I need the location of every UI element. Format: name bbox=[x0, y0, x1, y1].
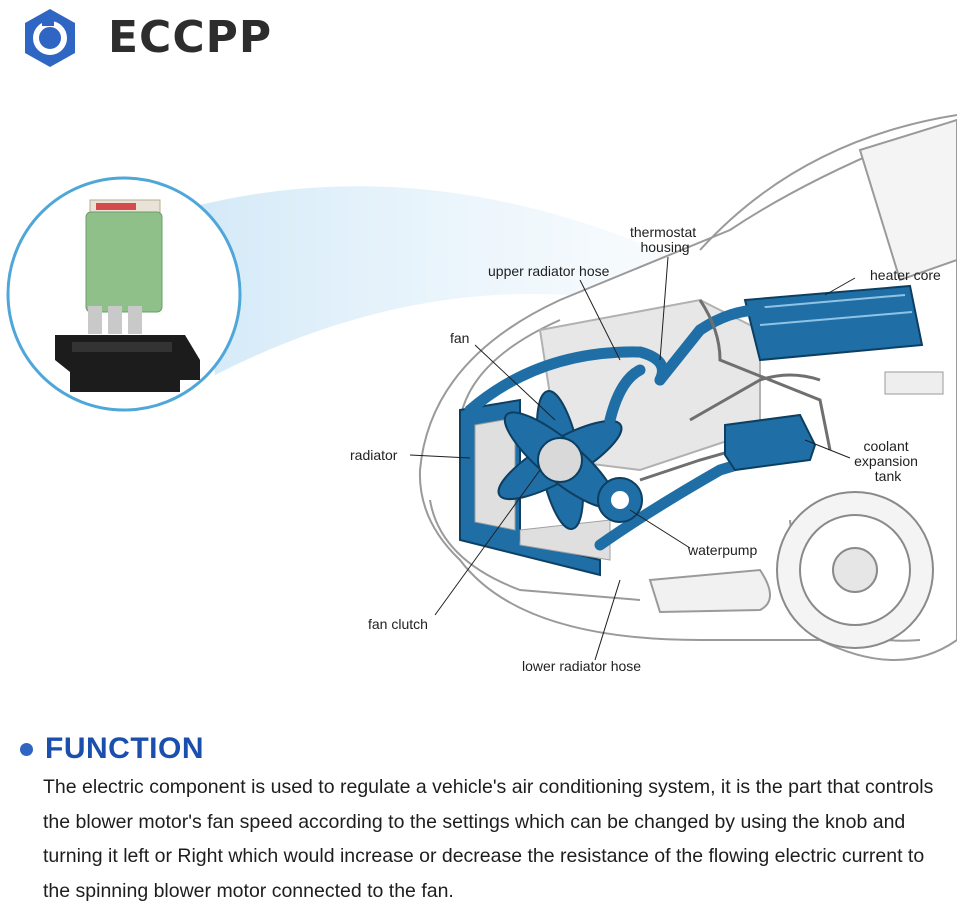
callout-lines bbox=[409, 256, 856, 661]
function-description: The electric component is used to regula… bbox=[43, 776, 934, 902]
function-heading: FUNCTION bbox=[20, 732, 204, 766]
brand-name: ECCPP bbox=[108, 12, 273, 63]
function-title: FUNCTION bbox=[45, 732, 204, 765]
label-fan-clutch: fan clutch bbox=[368, 616, 428, 632]
label-radiator: radiator bbox=[350, 447, 398, 463]
label-lower-radiator-hose: lower radiator hose bbox=[522, 658, 641, 674]
label-heater-core: heater core bbox=[870, 267, 941, 283]
expansion-tank-part bbox=[724, 413, 817, 472]
radiator-part bbox=[459, 398, 611, 577]
highlight-beam bbox=[200, 186, 760, 375]
label-thermostat-housing: thermostat housing bbox=[630, 224, 700, 255]
cooling-system-diagram: thermostat housing upper radiator hose h… bbox=[6, 114, 957, 674]
blower-resistor-product-image bbox=[6, 176, 242, 412]
waterpump-part bbox=[597, 477, 643, 523]
bullet-dot-icon bbox=[20, 742, 33, 756]
label-coolant-expansion-tank: coolant expansion tank bbox=[854, 438, 922, 484]
label-waterpump: waterpump bbox=[687, 542, 757, 558]
label-fan: fan bbox=[450, 330, 469, 346]
front-wheel bbox=[776, 491, 934, 649]
heater-core-part bbox=[743, 284, 944, 395]
fan-part bbox=[497, 389, 623, 531]
label-upper-radiator-hose: upper radiator hose bbox=[488, 263, 610, 279]
brand-logo: ECCPP bbox=[18, 2, 278, 72]
eccpp-logo-icon bbox=[25, 9, 75, 67]
